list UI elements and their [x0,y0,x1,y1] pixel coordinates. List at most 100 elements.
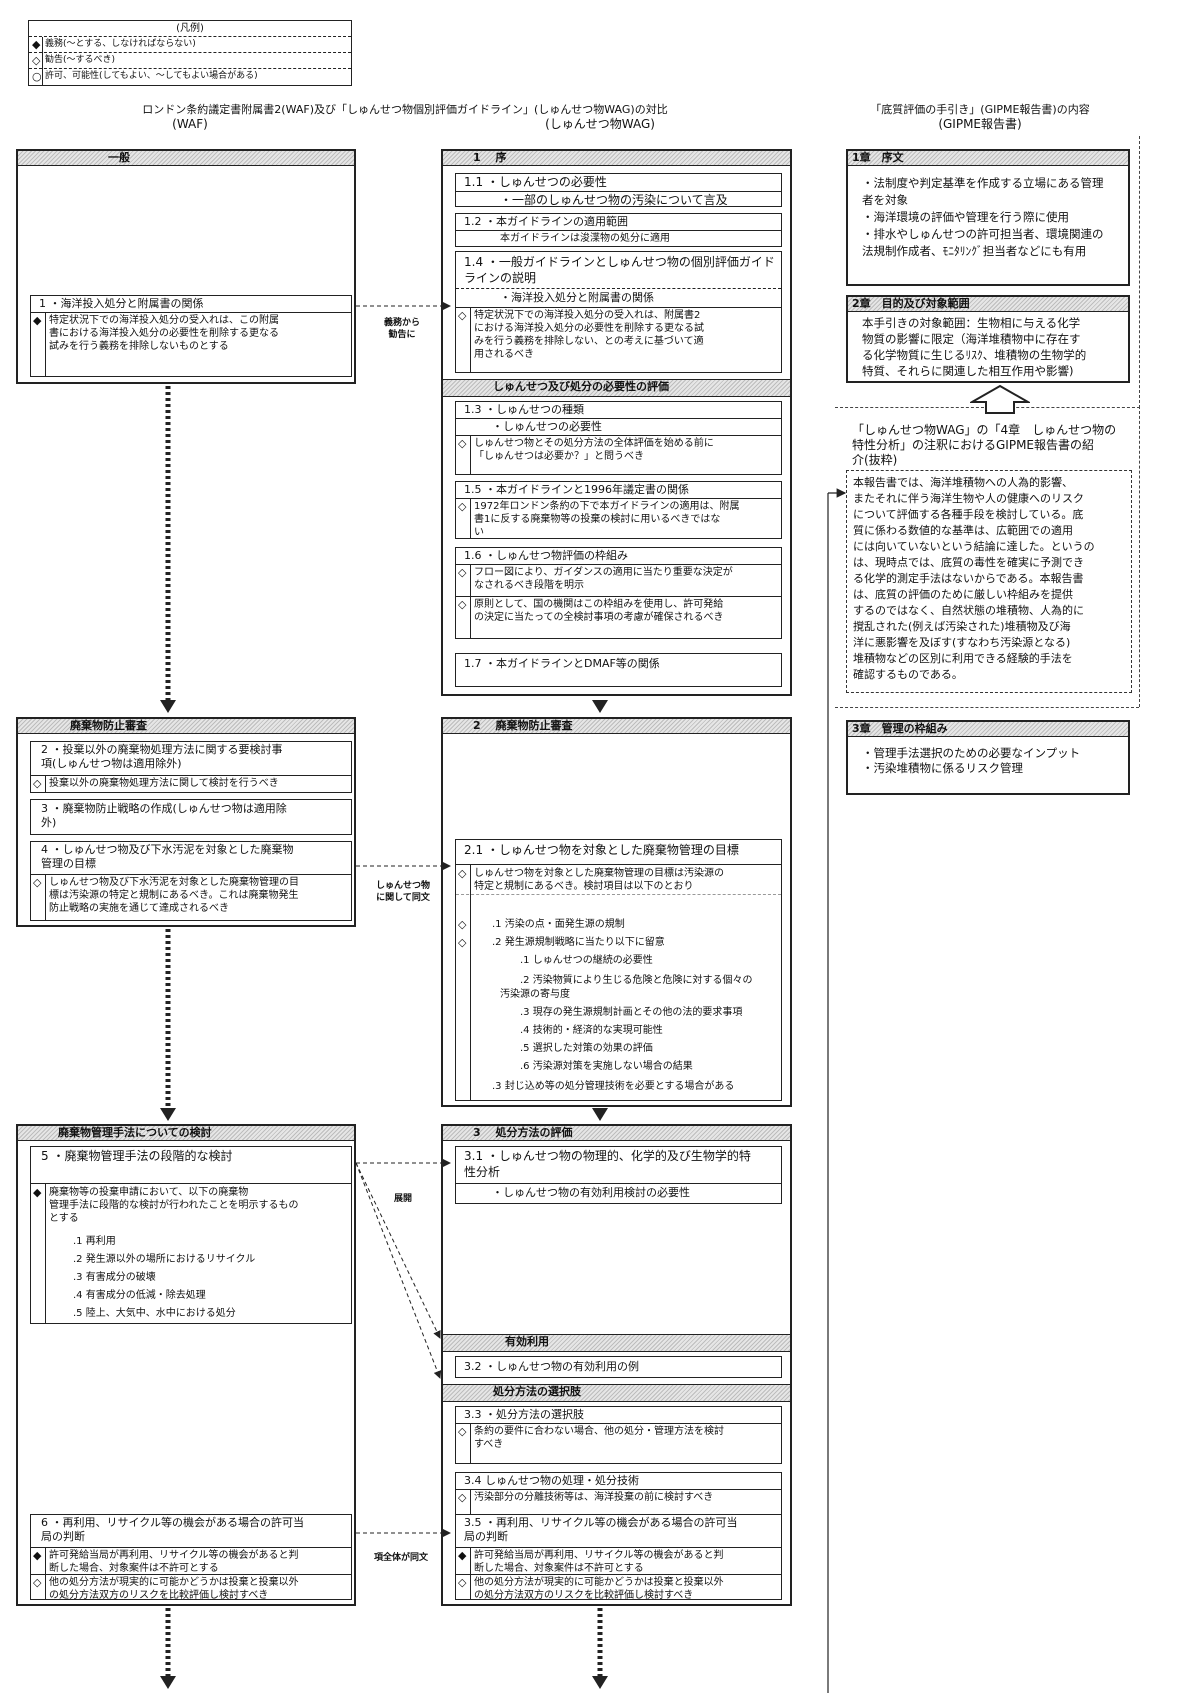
connector-label-same-text-dredged: しゅんせつ物 に関して同文 [375,881,430,903]
wag-1-3-sub: ・しゅんせつの必要性 [492,420,602,433]
wag-section-2-1: 2.1 ・しゅんせつ物を対象とした廃棄物管理の目標 ◇ しゅんせつ物を対象とした… [455,839,782,1101]
gipme-ch2-header: 2章 目的及び対象範囲 [848,297,1128,312]
waf-prevention-box: 廃棄物防止審査 2 ・投棄以外の廃棄物処理方法に関する要検討事 項(しゅんせつ物… [16,717,356,927]
wag-section-1-3: 1.3 ・しゅんせつの種類 ・しゅんせつの必要性 ◇ しゅんせつ物とその処分方法… [455,401,782,475]
wag-section-1-5: 1.5 ・本ガイドラインと1996年議定書の関係 ◇ 1972年ロンドン条約の下… [455,481,782,539]
legend-title: (凡例) [176,23,204,34]
wag-1-5-title: 1.5 ・本ガイドラインと1996年議定書の関係 [464,483,689,496]
wag-2-1-sub-5: .5 選択した対策の効果の評価 [520,1043,653,1054]
waf-item1: 1 ・海洋投入処分と附属書の関係 ◆ 特定状況下での海洋投入処分の受入れは、この… [30,295,352,377]
wag-flow-arrowhead-1 [592,700,608,713]
wag-3-5-text-1: 許可発給当局が再利用、リサイクル等の機会があると判 断した場合、対象案件は不許可… [474,1550,724,1574]
gipme-ch1-text: ・法制度や判定基準を作成する立場にある管理 者を対象 ・海洋環境の評価や管理を行… [862,176,1104,258]
recommendation-mark: ◇ [458,437,467,450]
gipme-ch3-text: ・管理手法選択のための必要なインプット ・汚染堆積物に係るリスク管理 [862,746,1081,775]
wag-3-4-text: 汚染部分の分離技術等は、海洋投棄の前に検討すべき [474,1492,714,1503]
waf-general-box: 一般 1 ・海洋投入処分と附属書の関係 ◆ 特定状況下での海洋投入処分の受入れは… [16,149,356,384]
recommendation-mark: ◇ [458,936,467,949]
wag-2-1-text: しゅんせつ物を対象とした廃棄物管理の目標は汚染源の 特定と規制にあるべき。検討項… [474,868,724,892]
waf-item5-title: 5 ・廃棄物管理手法の段階的な検討 [41,1149,233,1163]
gipme-report-text: 本報告書では、海洋堆積物への人為的影響、 またそれに伴う海洋生物や人の健康へのリ… [853,476,1095,681]
wag-section-1-4: 1.4 ・一般ガイドラインとしゅんせつ物の個別評価ガイド ラインの説明 ・海洋投… [455,251,782,373]
wag-1-2-title: 1.2 ・本ガイドラインの適用範囲 [464,215,628,228]
wag-2-1-sub-4: .4 技術的・経済的な実現可能性 [520,1025,663,1036]
gipme-ch3-box: 3章 管理の枠組み ・管理手法選択のための必要なインプット ・汚染堆積物に係るリ… [846,720,1130,795]
recommendation-mark: ◇ [458,867,467,880]
waf-item5: 5 ・廃棄物管理手法の段階的な検討 ◆ 廃棄物等の投棄申請において、以下の廃棄物… [30,1146,352,1324]
wag-3-3-title: 3.3 ・処分方法の選択肢 [464,1408,584,1421]
legend-text-obligation: 義務(～とする、しなければならない) [45,39,196,49]
legend: (凡例) ◆ 義務(～とする、しなければならない) ◇ 勧告(～するべき) ○ … [28,20,352,86]
legend-text-recommendation: 勧告(～するべき) [45,55,116,65]
gipme-ch2-text: 本手引きの対象範囲：生物相に与える化学 物質の影響に限定（海洋堆積物中に存在す … [862,316,1087,378]
waf-item6-text-1: 許可発給当局が再利用、リサイクル等の機会があると判 断した場合、対象案件は不許可… [49,1550,299,1574]
connector-label-entire-item-same: 項全体が同文 [373,1553,428,1563]
waf-general-header: 一般 [18,151,354,166]
wag-1-6-text-2: 原則として、国の機関はこの枠組みを使用し、許可発給 の決定に当たっての全検討事項… [474,599,724,623]
waf-prevention-header: 廃棄物防止審査 [18,719,354,734]
gipme-ch1-header: 1章 序文 [848,151,1128,166]
waf-item5-text: 廃棄物等の投棄申請において、以下の廃棄物 管理手法に段階的な検討が行われたことを… [49,1187,299,1224]
recommendation-mark: ◇ [33,777,42,790]
wag-2-1-sub-2-cont: 汚染源の寄与度 [500,989,570,1000]
legend-text-permission: 許可、可能性(してもよい、～してもよい場合がある) [45,71,258,81]
waf-flow-arrowhead-1 [160,700,176,713]
waf-item5-list-2: .2 発生源以外の場所におけるリサイクル [73,1254,256,1265]
wag-prevention-box: 2 廃棄物防止審査 2.1 ・しゅんせつ物を対象とした廃棄物管理の目標 ◇ しゅ… [441,717,792,1107]
legend-symbol-permission: ○ [32,70,42,83]
wag-2-1-title: 2.1 ・しゅんせつ物を対象とした廃棄物管理の目標 [464,843,739,857]
wag-section-3-5: 3.5 ・再利用、リサイクル等の機会がある場合の許可当 局の判断 ◆ 許可発給当… [455,1514,782,1601]
wag-section-1-7: 1.7 ・本ガイドラインとDMAF等の関係 [455,653,782,687]
waf-item6: 6 ・再利用、リサイクル等の機会がある場合の許可当 局の判断 ◆ 許可発給当局が… [30,1514,352,1601]
waf-item3: 3 ・廃棄物防止戦略の作成(しゅんせつ物は適用除 外) [30,799,352,835]
wag-section-1-2: 1.2 ・本ガイドラインの適用範囲 本ガイドラインは浚渫物の処分に適用 [455,213,782,247]
wag-section-3-3: 3.3 ・処分方法の選択肢 ◇ 条約の要件に合わない場合、他の処分・管理方法を検… [455,1406,782,1464]
wag-1-3-text: しゅんせつ物とその処分方法の全体評価を始める前に 「しゅんせつは必要か？」と問う… [474,438,714,462]
wag-2-1-sub-6: .6 汚染源対策を実施しない場合の結果 [520,1061,693,1072]
wag-1-6-title: 1.6 ・しゅんせつ物評価の枠組み [464,549,628,562]
wag-3-5-title: 3.5 ・再利用、リサイクル等の機会がある場合の許可当 局の判断 [464,1516,738,1543]
waf-item6-text-2: 他の処分方法が現実的に可能かどうかは投棄と投棄以外 の処分方法双方のリスクを比較… [49,1577,299,1601]
waf-item6-title: 6 ・再利用、リサイクル等の機会がある場合の許可当 局の判断 [41,1516,304,1543]
legend-symbol-recommendation: ◇ [32,54,41,67]
up-arrow-icon [970,384,1030,414]
wag-1-1-sub: ・一部のしゅんせつ物の汚染について言及 [500,193,728,207]
wag-section-3-2: 3.2 ・しゅんせつ物の有効利用の例 [455,1356,782,1378]
recommendation-mark: ◇ [458,500,467,513]
wag-1-7-title: 1.7 ・本ガイドラインとDMAF等の関係 [464,657,660,670]
legend-symbol-obligation: ◆ [32,38,41,51]
connector-label-development: 展開 [393,1194,412,1204]
recommendation-mark: ◇ [458,1576,467,1589]
recommendation-mark: ◇ [458,1425,467,1438]
recommendation-mark: ◇ [458,309,467,322]
recommendation-mark: ◇ [33,1576,42,1589]
wag-1-6-text-1: フロー図により、ガイダンスの適用に当たり重要な決定が なされるべき段階を明示 [474,567,733,591]
wag-section-3-4: 3.4 しゅんせつ物の処理・処分技術 ◇ 汚染部分の分離技術等は、海洋投棄の前に… [455,1472,782,1516]
obligation-mark: ◆ [33,314,42,327]
wag-1-4-title: 1.4 ・一般ガイドラインとしゅんせつ物の個別評価ガイド ラインの説明 [464,255,775,285]
wag-3-5-text-2: 他の処分方法が現実的に可能かどうかは投棄と投棄以外 の処分方法双方のリスクを比較… [474,1577,724,1601]
wag-3-4-title: 3.4 しゅんせつ物の処理・処分技術 [464,1474,639,1487]
gipme-ch1-box: 1章 序文 ・法制度や判定基準を作成する立場にある管理 者を対象 ・海洋環境の評… [846,149,1130,286]
recommendation-mark: ◇ [458,918,467,931]
waf-item1-title: 1 ・海洋投入処分と附属書の関係 [39,297,204,310]
wag-2-1-item-2: .2 発生源規制戦略に当たり以下に留意 [492,937,665,948]
waf-item1-text: 特定状況下での海洋投入処分の受入れは、この附属 書における海洋投入処分の必要性を… [49,315,279,352]
waf-column-title: (WAF) [172,117,208,131]
gipme-column-subtitle: (GIPME報告書) [938,117,1022,131]
recommendation-mark: ◇ [458,1491,467,1504]
wag-intro-header: 1 序 [443,151,790,166]
waf-flow-arrowhead-2 [160,1108,176,1121]
wag-3-1-title: 3.1 ・しゅんせつ物の物理的、化学的及び生物学的特 性分析 [464,1149,751,1179]
main-title: ロンドン条約議定書附属書2(WAF)及び「しゅんせつ物個別評価ガイドライン」(し… [142,103,668,116]
waf-item4-text: しゅんせつ物及び下水汚泥を対象とした廃棄物管理の目 標は汚染源の特定と規制にある… [49,877,299,914]
wag-section-1-6: 1.6 ・しゅんせつ物評価の枠組み ◇ フロー図により、ガイダンスの適用に当たり… [455,547,782,639]
waf-item2-title: 2 ・投棄以外の廃棄物処理方法に関する要検討事 項(しゅんせつ物は適用除外) [41,743,283,770]
wag-1-3-title: 1.3 ・しゅんせつの種類 [464,403,584,416]
wag-flow-arrowhead-2 [592,1108,608,1121]
waf-item2: 2 ・投棄以外の廃棄物処理方法に関する要検討事 項(しゅんせつ物は適用除外) ◇… [30,741,352,793]
obligation-mark: ◆ [33,1549,42,1562]
wag-2-1-sub-3: .3 現存の発生源規制計画とその他の法的要求事項 [520,1007,743,1018]
wag-3-1-sub: ・しゅんせつ物の有効利用検討の必要性 [492,1186,690,1199]
gipme-report-box: 本報告書では、海洋堆積物への人為的影響、 またそれに伴う海洋生物や人の健康へのリ… [846,470,1132,693]
